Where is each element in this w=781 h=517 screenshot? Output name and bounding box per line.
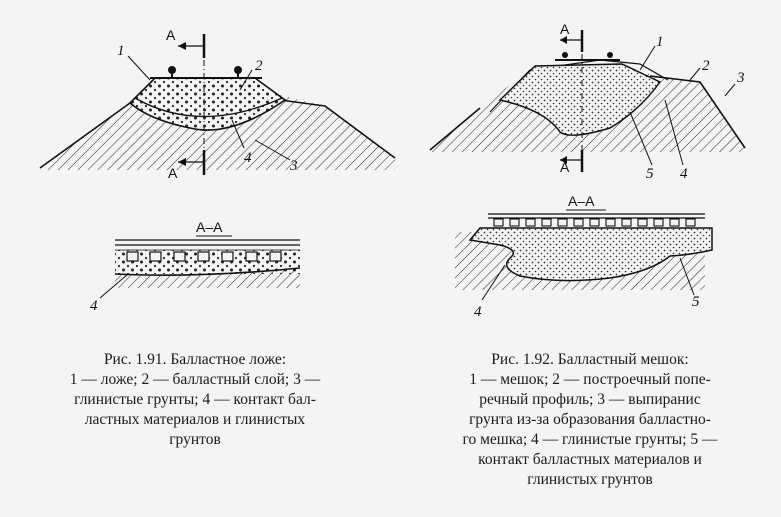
fig1-callouts: 1 2 3 4 [117,43,298,174]
fig1-section-bottom-label: A [168,165,178,181]
fig1-callout-3: 3 [289,158,298,174]
fig1-section-callout-4: 4 [90,298,98,314]
fig1-section-top-label: A [166,27,176,43]
figure-2-caption-line: 1 — мешок; 2 — построечный попе- [469,371,711,388]
fig1-callout-2: 2 [255,58,263,74]
fig1-ballast-layer [128,77,287,131]
fig1-embankment [39,92,396,170]
figure-1-caption: Рис. 1.91. Балластное ложе: 1 — ложе; 2 … [40,350,350,450]
fig1-track [150,66,262,79]
figure-2-caption-line: грунта из-за образования балластно- [469,411,711,428]
figure-1-caption-line: глинистые грунты; 4 — контакт бал- [74,391,316,408]
figure-2-caption-line: глинистых грунтов [527,471,653,488]
figure-1-caption-line: 1 — ложе; 2 — балластный слой; 3 — [69,371,321,388]
figure-2-caption: Рис. 1.92. Балластный мешок: 1 — мешок; … [420,350,760,490]
figure-2-caption-line: го мешка; 4 — глинистые грунты; 5 — [462,431,718,448]
fig1-callout-4: 4 [244,150,252,166]
fig1-section-view-label: A–A [196,219,223,235]
figure-1-caption-title: Рис. 1.91. Балластное ложе: [103,351,287,368]
figure-2-caption-line: речный профиль; 3 — выпиранис [479,391,701,408]
figure-2-caption-title: Рис. 1.92. Балластный мешок: [491,351,689,368]
figure-1-caption-line: грунтов [169,431,221,448]
figure-2-caption-line: контакт балластных материалов и [478,451,702,468]
fig1-section-view [114,239,301,288]
fig1-section-line [178,34,206,175]
fig1-callout-1: 1 [117,43,125,59]
figure-1-caption-line: ластных материалов и глинистых [84,411,306,428]
